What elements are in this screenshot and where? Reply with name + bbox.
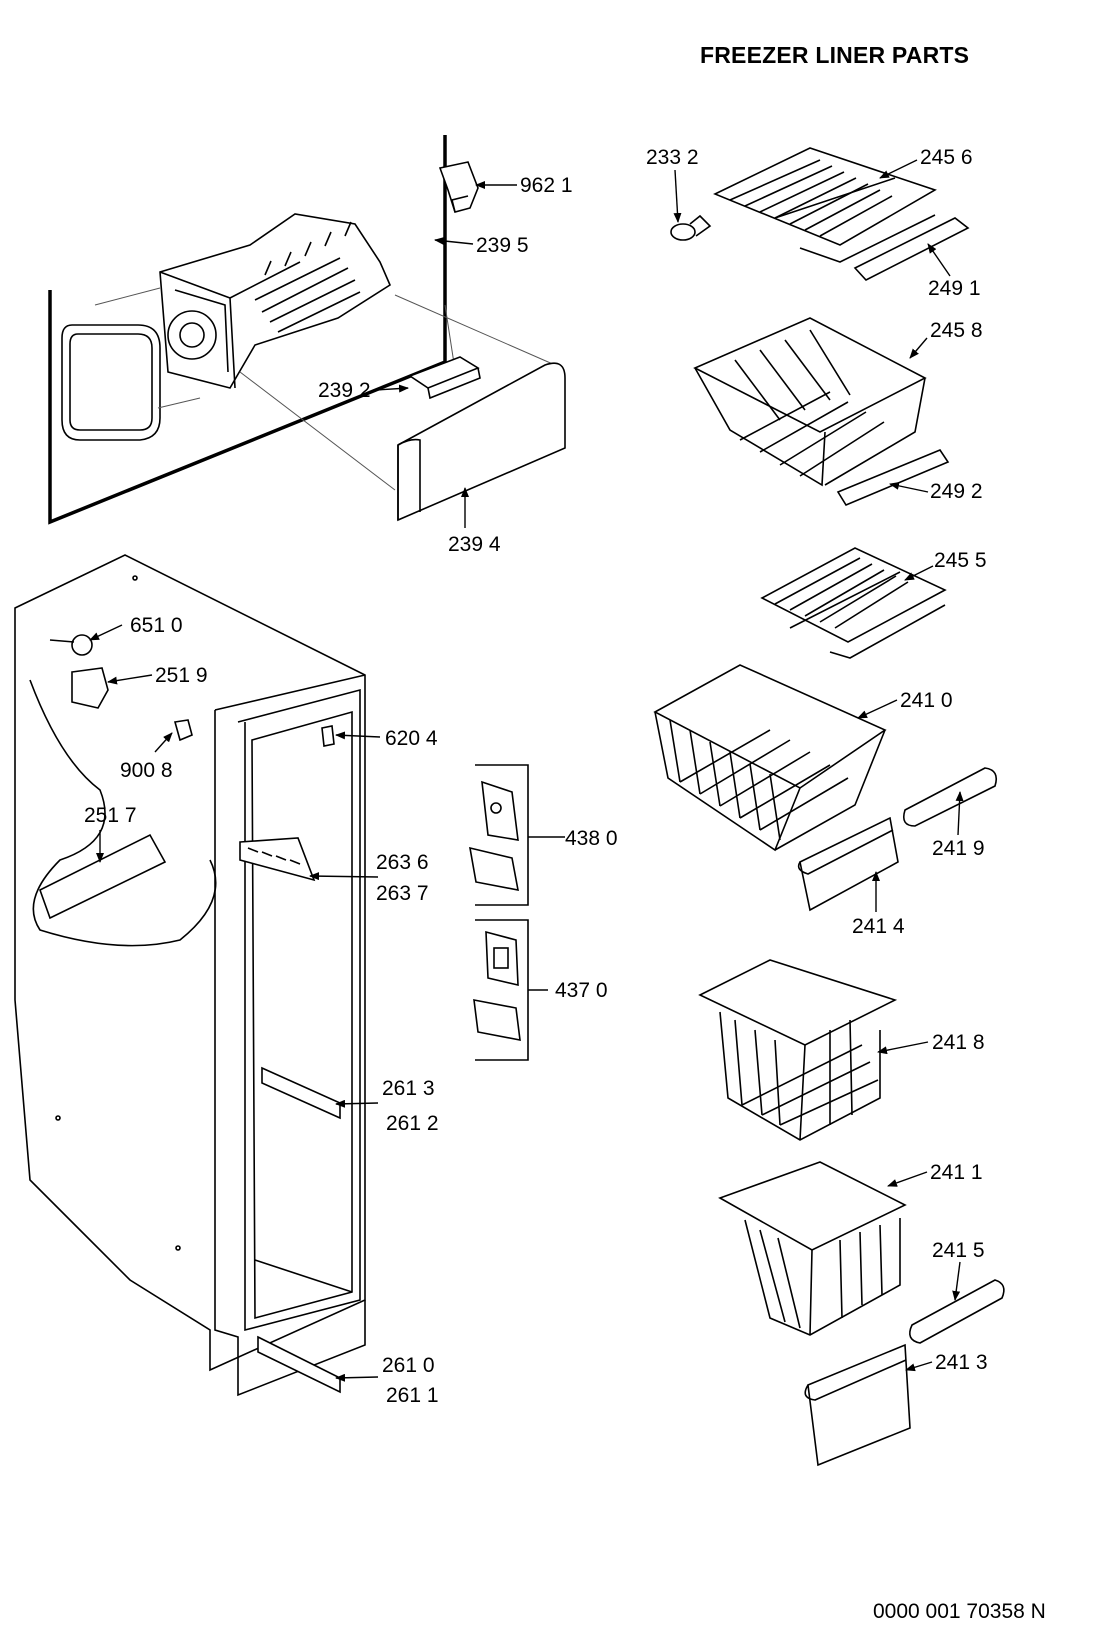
part-label-241-3: 241 3	[935, 1351, 988, 1374]
part-label-261-2: 261 2	[386, 1112, 439, 1135]
part-label-261-3: 261 3	[382, 1077, 435, 1100]
part-label-239-2: 239 2	[318, 379, 371, 402]
part-label-261-1: 261 1	[386, 1384, 439, 1407]
part-label-251-9: 251 9	[155, 664, 208, 687]
page-title: FREEZER LINER PARTS	[700, 42, 970, 68]
part-label-263-6: 263 6	[376, 851, 429, 874]
part-label-900-8: 900 8	[120, 759, 173, 782]
part-label-437-0: 437 0	[555, 979, 608, 1002]
part-label-245-6: 245 6	[920, 146, 973, 169]
part-label-245-5: 245 5	[934, 549, 987, 572]
part-label-249-1: 249 1	[928, 277, 981, 300]
document-number: 0000 001 70358 N	[873, 1600, 1046, 1623]
freezer-liner	[14, 554, 366, 1397]
part-label-261-0: 261 0	[382, 1354, 435, 1377]
part-label-263-7: 263 7	[376, 882, 429, 905]
part-label-233-2: 233 2	[646, 146, 699, 169]
control-boards	[469, 764, 529, 1061]
part-label-620-4: 620 4	[385, 727, 438, 750]
part-label-241-8: 241 8	[932, 1031, 985, 1054]
wire-shelves	[653, 147, 1005, 1467]
part-label-245-8: 245 8	[930, 319, 983, 342]
part-label-241-1: 241 1	[930, 1161, 983, 1184]
ice-maker-panel	[48, 135, 566, 525]
part-label-239-5: 239 5	[476, 234, 529, 257]
part-label-438-0: 438 0	[565, 827, 618, 850]
part-label-241-4: 241 4	[852, 915, 905, 938]
part-label-239-4: 239 4	[448, 533, 501, 556]
part-label-251-7: 251 7	[84, 804, 137, 827]
part-label-962-1: 962 1	[520, 174, 573, 197]
part-label-651-0: 651 0	[130, 614, 183, 637]
part-label-241-5: 241 5	[932, 1239, 985, 1262]
part-label-241-9: 241 9	[932, 837, 985, 860]
part-label-241-0: 241 0	[900, 689, 953, 712]
part-label-249-2: 249 2	[930, 480, 983, 503]
leader-lines	[89, 159, 964, 1382]
